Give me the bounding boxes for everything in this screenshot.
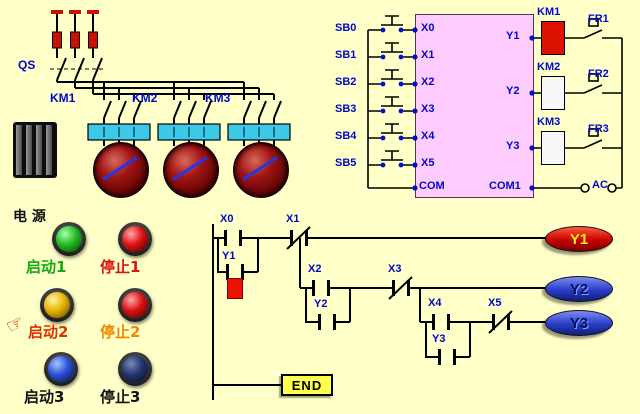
- three-phase-supply-lines: [56, 13, 274, 95]
- ladder-contact-bars: [224, 230, 510, 365]
- coil-y1: Y1: [545, 226, 613, 252]
- stop3-button[interactable]: [118, 352, 152, 386]
- km1-label: KM1: [50, 91, 76, 105]
- terminal-dots: [380, 27, 535, 191]
- coil-y2: Y2: [545, 276, 613, 302]
- motor-3-shaft: [242, 156, 278, 181]
- fr1-label: FR1: [588, 13, 609, 25]
- km1-coil-label: KM1: [537, 6, 561, 18]
- ladder-wiring: [212, 224, 546, 400]
- sb1-label[interactable]: SB1: [335, 49, 357, 61]
- plc-input-x5-label: X5: [421, 157, 435, 169]
- terminal-block: [13, 122, 57, 178]
- terminal-block-fin: [26, 125, 32, 175]
- motor-1-shaft: [102, 156, 138, 181]
- stop1-button[interactable]: [118, 222, 152, 256]
- qs-label: QS: [18, 58, 36, 72]
- motor-2-shaft: [172, 156, 208, 181]
- km1-coil-energized: [541, 21, 565, 55]
- motor-2: [163, 142, 219, 198]
- plc-output-wiring: [532, 18, 623, 189]
- start2-button-cap[interactable]: [44, 292, 70, 318]
- sb4-label[interactable]: SB4: [335, 130, 357, 142]
- start3-button-cap[interactable]: [48, 356, 74, 382]
- start3-label: 启动3: [24, 388, 65, 406]
- stop3-label: 停止3: [100, 388, 141, 406]
- terminal-block-fin: [36, 125, 42, 175]
- contactor-main-contacts: [103, 82, 282, 146]
- ac-source-terminals: [580, 183, 617, 193]
- coil-y3: Y3: [545, 310, 613, 336]
- plc-output-y2-label: Y2: [506, 85, 520, 97]
- stop1-button-cap[interactable]: [122, 226, 148, 252]
- ladder-y3-seal-label: Y3: [432, 333, 446, 345]
- ladder-x1-label: X1: [286, 213, 300, 225]
- start1-button[interactable]: [52, 222, 86, 256]
- plc-input-x1-label: X1: [421, 49, 435, 61]
- terminal-block-fin: [16, 125, 22, 175]
- motor-1: [93, 142, 149, 198]
- fr3-label: FR3: [588, 123, 609, 135]
- plc-com1-label: COM1: [489, 180, 521, 192]
- stop2-button-cap[interactable]: [122, 292, 148, 318]
- km3-coil-label: KM3: [537, 116, 561, 128]
- power-indicator-label: 电 源: [13, 209, 46, 225]
- km2-coil: [541, 76, 565, 110]
- plc-input-x4-label: X4: [421, 130, 435, 142]
- start1-button-cap[interactable]: [56, 226, 82, 252]
- ladder-x3-label: X3: [388, 263, 402, 275]
- plc-module: [415, 14, 534, 198]
- km3-coil: [541, 131, 565, 165]
- ladder-x4-label: X4: [428, 297, 442, 309]
- start2-label: 启动2: [28, 323, 69, 341]
- overload-heater-marks: [103, 127, 275, 137]
- plc-com-label: COM: [419, 180, 445, 192]
- km2-label: KM2: [132, 91, 158, 105]
- start2-button[interactable]: [40, 288, 74, 322]
- fr2-label: FR2: [588, 68, 609, 80]
- ladder-x2-label: X2: [308, 263, 322, 275]
- km2-coil-label: KM2: [537, 61, 561, 73]
- sb3-label[interactable]: SB3: [335, 103, 357, 115]
- plc-input-x2-label: X2: [421, 76, 435, 88]
- end-instruction: END: [281, 374, 333, 396]
- motor-3: [233, 142, 289, 198]
- plc-output-y1-label: Y1: [506, 30, 520, 42]
- start1-label: 启动1: [26, 258, 67, 276]
- y1-contact-state-indicator: [227, 278, 243, 299]
- plc-input-wiring: [367, 15, 415, 189]
- ladder-x0-label: X0: [220, 213, 234, 225]
- fuse-group: [52, 31, 98, 49]
- ladder-y1-seal-label: Y1: [222, 250, 236, 262]
- stop2-button[interactable]: [118, 288, 152, 322]
- km3-label: KM3: [205, 91, 231, 105]
- sb5-label[interactable]: SB5: [335, 157, 357, 169]
- ac-label: AC: [592, 179, 608, 191]
- sb0-label[interactable]: SB0: [335, 22, 357, 34]
- stop3-button-cap[interactable]: [122, 356, 148, 382]
- stop1-label: 停止1: [100, 258, 141, 276]
- sb2-label[interactable]: SB2: [335, 76, 357, 88]
- terminal-block-fin: [46, 125, 52, 175]
- ladder-y2-seal-label: Y2: [314, 298, 328, 310]
- stop2-label: 停止2: [100, 323, 141, 341]
- plc-input-x0-label: X0: [421, 22, 435, 34]
- plc-input-x3-label: X3: [421, 103, 435, 115]
- plc-output-y3-label: Y3: [506, 140, 520, 152]
- start3-button[interactable]: [44, 352, 78, 386]
- ladder-x5-label: X5: [488, 297, 502, 309]
